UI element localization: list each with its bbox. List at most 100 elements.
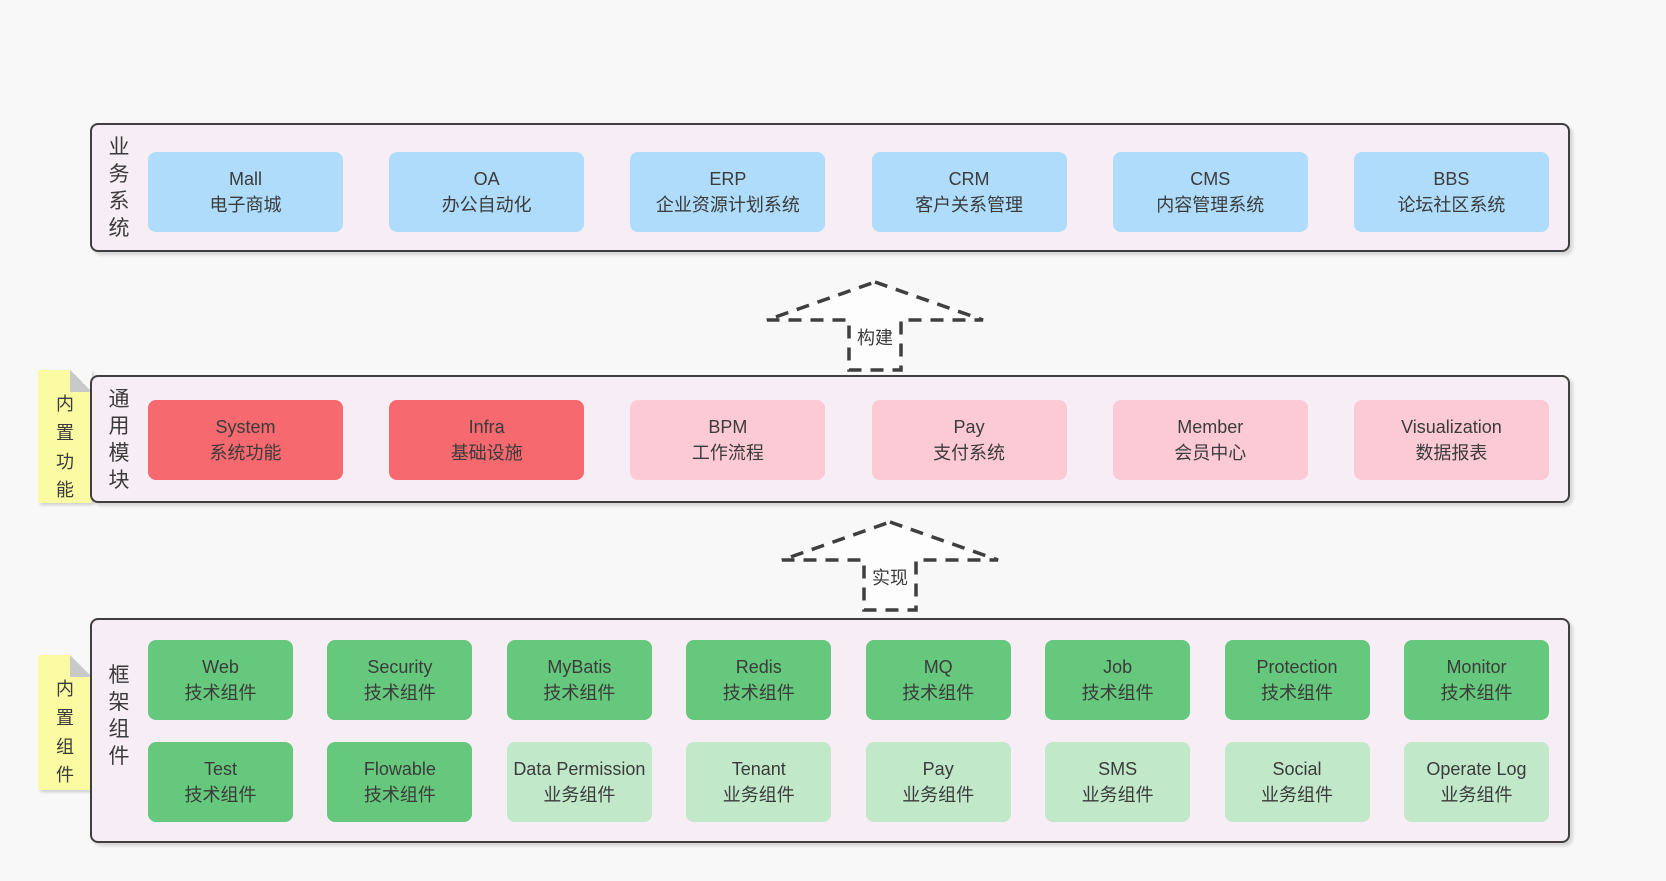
box-desc: 业务组件 xyxy=(902,785,975,805)
box-system: System 系统功能 xyxy=(148,400,343,480)
box-name: Pay xyxy=(922,758,954,779)
panel-label-business: 业务系统 xyxy=(108,136,130,241)
box-desc: 技术组件 xyxy=(184,683,257,703)
arrow-build: 构建 xyxy=(755,278,995,374)
box-desc: 论坛社区系统 xyxy=(1397,195,1506,215)
framework-row-2: Test 技术组件 Flowable 技术组件 Data Permission … xyxy=(148,742,1549,822)
box-name: SMS xyxy=(1098,758,1138,779)
box-member: Member 会员中心 xyxy=(1112,400,1308,480)
arrow-label: 实现 xyxy=(872,568,908,588)
box-name: OA xyxy=(473,168,500,189)
panel-framework-components: 框架组件 Web 技术组件 Security 技术组件 MyBatis 技术组件… xyxy=(90,618,1570,843)
sticky-note-builtin-components: 内置组件 xyxy=(38,655,92,790)
box-desc: 办公自动化 xyxy=(441,195,532,215)
box-name: Tenant xyxy=(731,758,786,779)
box-name: BBS xyxy=(1433,168,1470,189)
box-name: Visualization xyxy=(1401,416,1502,437)
arrow-implement: 实现 xyxy=(770,518,1010,614)
box-mq: MQ 技术组件 xyxy=(865,640,1011,720)
box-name: Data Permission xyxy=(513,758,646,779)
box-name: System xyxy=(215,416,276,437)
box-desc: 业务组件 xyxy=(1081,785,1154,805)
box-name: Protection xyxy=(1256,656,1338,677)
box-desc: 电子商城 xyxy=(209,195,282,215)
box-web: Web 技术组件 xyxy=(148,640,293,720)
box-monitor: Monitor 技术组件 xyxy=(1403,640,1549,720)
panel-common-modules: 通用模块 System 系统功能 Infra 基础设施 BPM 工作流程 Pay… xyxy=(90,375,1570,503)
sticky-note-builtin-features: 内置功能 xyxy=(38,370,92,503)
box-name: Social xyxy=(1272,758,1322,779)
box-crm: CRM 客户关系管理 xyxy=(871,152,1067,232)
box-name: Flowable xyxy=(363,758,436,779)
box-desc: 技术组件 xyxy=(363,683,436,703)
folded-corner-icon xyxy=(70,370,92,392)
folded-corner-icon xyxy=(70,655,92,677)
box-name: BPM xyxy=(708,416,748,437)
box-name: Pay xyxy=(953,416,985,437)
box-pay: Pay 支付系统 xyxy=(871,400,1067,480)
box-desc: 业务组件 xyxy=(1440,785,1513,805)
box-name: Web xyxy=(202,656,239,677)
box-oa: OA 办公自动化 xyxy=(389,152,585,232)
box-name: MQ xyxy=(923,656,953,677)
framework-box-rows: Web 技术组件 Security 技术组件 MyBatis 技术组件 Redi… xyxy=(148,640,1549,841)
box-desc: 企业资源计划系统 xyxy=(655,195,800,215)
box-desc: 技术组件 xyxy=(184,785,257,805)
box-desc: 内容管理系统 xyxy=(1156,195,1265,215)
box-name: Test xyxy=(203,758,237,779)
box-data-permission: Data Permission 业务组件 xyxy=(506,742,652,822)
box-erp: ERP 企业资源计划系统 xyxy=(630,152,826,232)
box-desc: 支付系统 xyxy=(933,443,1006,463)
box-name: CRM xyxy=(948,168,990,189)
panel-business-systems: 业务系统 Mall 电子商城 OA 办公自动化 ERP 企业资源计划系统 CRM… xyxy=(90,123,1570,252)
box-name: Security xyxy=(367,656,433,677)
box-name: Monitor xyxy=(1446,656,1507,677)
box-name: Infra xyxy=(468,416,505,437)
box-desc: 业务组件 xyxy=(543,785,616,805)
box-desc: 会员中心 xyxy=(1174,443,1247,463)
box-name: CMS xyxy=(1190,168,1231,189)
box-test: Test 技术组件 xyxy=(148,742,293,822)
box-operate-log: Operate Log 业务组件 xyxy=(1403,742,1549,822)
box-redis: Redis 技术组件 xyxy=(686,640,832,720)
box-visualization: Visualization 数据报表 xyxy=(1353,400,1549,480)
box-social: Social 业务组件 xyxy=(1224,742,1370,822)
box-desc: 系统功能 xyxy=(209,443,282,463)
box-desc: 数据报表 xyxy=(1415,443,1488,463)
box-bbs: BBS 论坛社区系统 xyxy=(1353,152,1549,232)
business-box-row: Mall 电子商城 OA 办公自动化 ERP 企业资源计划系统 CRM 客户关系… xyxy=(148,152,1549,250)
box-name: Member xyxy=(1177,416,1244,437)
box-tenant: Tenant 业务组件 xyxy=(686,742,832,822)
box-bpm: BPM 工作流程 xyxy=(630,400,826,480)
box-name: Mall xyxy=(228,168,262,189)
modules-box-row: System 系统功能 Infra 基础设施 BPM 工作流程 Pay 支付系统… xyxy=(148,400,1549,501)
box-name: Operate Log xyxy=(1426,758,1527,779)
arrow-label: 构建 xyxy=(857,328,893,348)
box-pay-biz: Pay 业务组件 xyxy=(865,742,1011,822)
dashed-up-arrow-icon xyxy=(766,280,984,372)
box-desc: 业务组件 xyxy=(1261,785,1334,805)
box-mybatis: MyBatis 技术组件 xyxy=(506,640,652,720)
box-name: Job xyxy=(1103,656,1133,677)
box-desc: 工作流程 xyxy=(691,443,764,463)
panel-label-framework: 框架组件 xyxy=(108,664,130,769)
box-name: ERP xyxy=(709,168,747,189)
box-sms: SMS 业务组件 xyxy=(1045,742,1191,822)
box-desc: 业务组件 xyxy=(722,785,795,805)
box-desc: 技术组件 xyxy=(1081,683,1154,703)
box-cms: CMS 内容管理系统 xyxy=(1112,152,1308,232)
box-infra: Infra 基础设施 xyxy=(389,400,585,480)
box-desc: 客户关系管理 xyxy=(915,195,1024,215)
box-desc: 技术组件 xyxy=(543,683,616,703)
box-desc: 基础设施 xyxy=(450,443,523,463)
box-desc: 技术组件 xyxy=(1440,683,1513,703)
dashed-up-arrow-icon xyxy=(781,520,999,612)
box-name: Redis xyxy=(735,656,782,677)
box-mall: Mall 电子商城 xyxy=(148,152,343,232)
panel-label-modules: 通用模块 xyxy=(108,388,130,493)
sticky-label: 内置组件 xyxy=(56,679,74,786)
framework-row-1: Web 技术组件 Security 技术组件 MyBatis 技术组件 Redi… xyxy=(148,640,1549,720)
box-desc: 技术组件 xyxy=(902,683,975,703)
box-desc: 技术组件 xyxy=(1261,683,1334,703)
